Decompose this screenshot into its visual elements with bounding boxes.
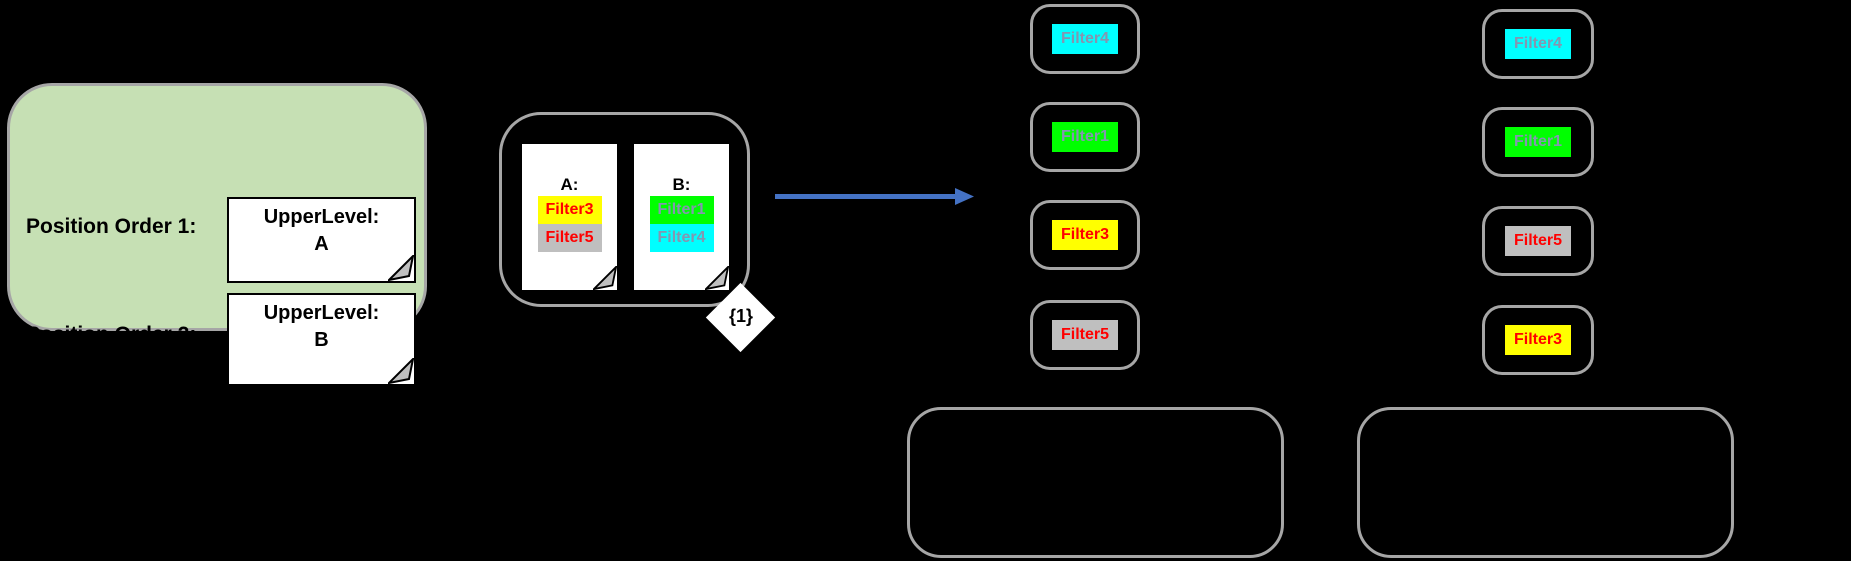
flow-arrow-icon — [775, 188, 974, 205]
filter-chip-filter1: Filter1 — [649, 196, 714, 224]
note-text-line: A — [314, 233, 329, 255]
multiplicity-label: {1} — [728, 306, 754, 326]
folded-corner-icon — [705, 266, 729, 290]
note-text-line: UpperLevel: — [263, 206, 380, 228]
position-order-2-label: Position Order 2: — [26, 323, 197, 346]
position-order-1-label: Position Order 1: — [26, 215, 197, 238]
filter-chip-filter1: Filter1 — [1505, 127, 1571, 157]
source-note-b-title: B: — [672, 175, 691, 194]
note-text-line: B — [314, 329, 329, 351]
result-box: Filter5 — [1030, 300, 1140, 370]
result-group-box-1 — [907, 407, 1284, 558]
filter-chip-filter3: Filter3 — [1052, 220, 1118, 250]
filter-chip-filter5: Filter5 — [537, 224, 602, 252]
result-box: Filter1 — [1482, 107, 1594, 177]
source-note-a-title: A: — [560, 175, 579, 194]
filter-chip-filter4: Filter4 — [649, 224, 714, 252]
filter-chip-filter4: Filter4 — [1505, 29, 1571, 59]
note-text-line: UpperLevel: — [263, 302, 380, 324]
filter-chip-filter1: Filter1 — [1052, 122, 1118, 152]
result-group-box-2 — [1357, 407, 1734, 558]
filter-chip-filter5: Filter5 — [1052, 320, 1118, 350]
result-box: Filter1 — [1030, 102, 1140, 172]
legend-panel: Position Order 1: Position Order 2: Uppe… — [7, 83, 427, 386]
source-note-b: B: Filter1 Filter4 — [632, 142, 731, 292]
folded-corner-icon — [388, 358, 414, 384]
result-box: Filter3 — [1030, 200, 1140, 270]
filter-chip-filter5: Filter5 — [1505, 226, 1571, 256]
result-box: Filter4 — [1030, 4, 1140, 74]
filter-chip-filter3: Filter3 — [537, 196, 602, 224]
folded-corner-icon — [593, 266, 617, 290]
folded-corner-icon — [388, 255, 414, 281]
result-box: Filter3 — [1482, 305, 1594, 375]
upperlevel-b-note: UpperLevel: B — [227, 293, 416, 386]
filter-chip-filter3: Filter3 — [1505, 325, 1571, 355]
upperlevel-a-note: UpperLevel: A — [227, 197, 416, 283]
source-note-a: A: Filter3 Filter5 — [520, 142, 619, 292]
filter-chip-filter4: Filter4 — [1052, 24, 1118, 54]
result-box: Filter5 — [1482, 206, 1594, 276]
result-box: Filter4 — [1482, 9, 1594, 79]
